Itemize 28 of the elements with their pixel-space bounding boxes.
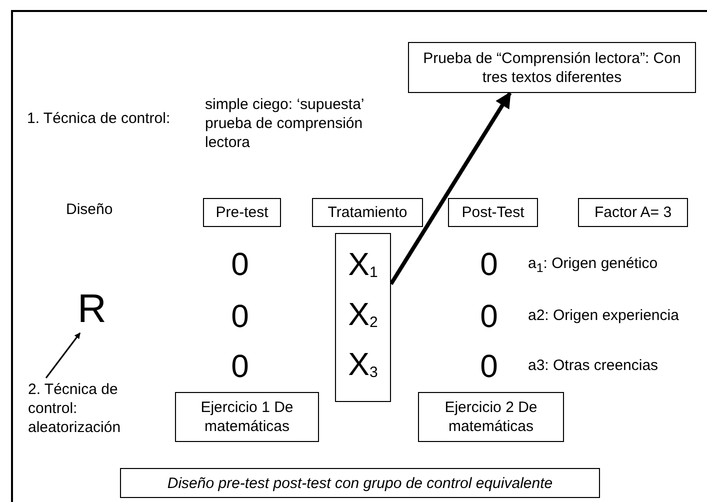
level-label: a2: Origen experiencia <box>528 306 680 325</box>
arrow <box>45 332 81 378</box>
level-label: a$_{1}$: Origen genético <box>528 254 659 277</box>
treatment-box <box>335 233 391 402</box>
header-box: Post-Test <box>448 198 538 227</box>
value-text: 0 <box>479 246 499 282</box>
value-text: 0 <box>230 298 250 334</box>
treatment-symbol: X$_{1}$ <box>347 246 379 282</box>
header-box: Tratamiento <box>312 198 423 227</box>
text-box: Prueba de “Comprensión lectora”: Con tres textos diferentes <box>408 42 696 93</box>
header-box: Pre-test <box>203 198 281 227</box>
note-text: simple ciego: ‘supuesta’ prueba de comprensión lectora <box>205 95 365 152</box>
value-text: 0 <box>230 348 250 384</box>
text-box: Ejercicio 1 De matemáticas <box>175 392 319 442</box>
treatment-symbol: X$_{3}$ <box>347 346 379 382</box>
arrow <box>389 92 512 286</box>
treatment-symbol: X$_{2}$ <box>347 296 379 332</box>
level-label: a3: Otras creencias <box>528 356 660 375</box>
value-text: 0 <box>230 246 250 282</box>
text-box: Ejercicio 2 De matemáticas <box>418 392 564 442</box>
value-text: 0 <box>479 348 499 384</box>
label-text: 1. Técnica de control: <box>27 109 172 128</box>
note-text: 2. Técnica de control: aleatorización <box>28 378 146 438</box>
caption-box: Diseño pre-test post-test con grupo de control equivalente <box>120 468 600 498</box>
row-label: Diseño <box>66 200 114 219</box>
group-symbol: R <box>72 286 112 332</box>
header-box: Factor A= 3 <box>578 198 688 227</box>
value-text: 0 <box>479 298 499 334</box>
